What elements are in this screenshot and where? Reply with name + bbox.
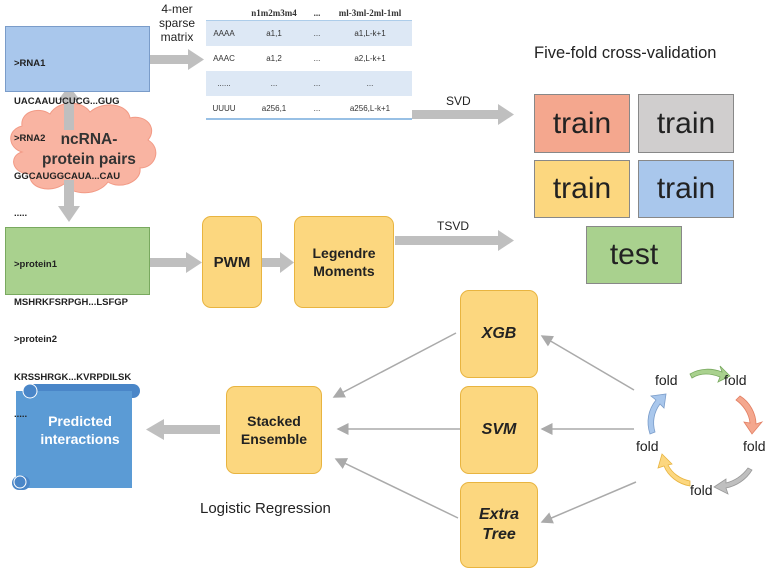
sparse-matrix-label: 4-mer sparse matrix bbox=[145, 2, 209, 44]
sparse-matrix-table: n1m2m3m4 ... ml-3ml-2ml-1ml AAAA a1,1 ..… bbox=[206, 4, 412, 121]
svm-box: SVM bbox=[460, 386, 538, 474]
train-tile-red: train bbox=[534, 94, 630, 153]
matrix-cell: UUUU bbox=[212, 104, 236, 113]
logistic-regression-label: Logistic Regression bbox=[200, 500, 331, 517]
fold-label: fold bbox=[655, 372, 678, 388]
matrix-cell: ... bbox=[270, 79, 278, 88]
matrix-header-cell: n1m2m3m4 bbox=[251, 7, 297, 18]
predicted-scroll bbox=[12, 383, 140, 490]
matrix-cell: ... bbox=[366, 79, 374, 88]
cloud-label: ncRNA- protein pairs bbox=[30, 130, 148, 170]
stacked-line-2: Ensemble bbox=[240, 431, 308, 447]
sparse-line-1: 4-mer bbox=[161, 2, 193, 16]
legendre-line-2: Moments bbox=[313, 263, 375, 279]
matrix-cell: a256,L-k+1 bbox=[349, 104, 391, 113]
pwm-box: PWM bbox=[202, 216, 262, 308]
matrix-cell: ... bbox=[313, 104, 321, 113]
cloud-label-line-2: protein pairs bbox=[42, 151, 136, 168]
xgb-label: XGB bbox=[481, 325, 517, 342]
rna-line-5: ..... bbox=[14, 208, 28, 219]
matrix-row: AAAA a1,1 ... a1,L-k+1 bbox=[206, 21, 412, 46]
rna-to-matrix-arrow bbox=[150, 49, 204, 70]
pwm-to-legendre-arrow bbox=[262, 252, 294, 273]
test-label: test bbox=[609, 238, 659, 271]
matrix-row: UUUU a256,1 ... a256,L-k+1 bbox=[206, 96, 412, 121]
legendre-line-1: Legendre bbox=[312, 245, 376, 261]
rna-sequence-box: >RNA1 UACAAUUCUCG...GUG >RNA2 GGCAUGGCAU… bbox=[5, 26, 150, 219]
cloud-to-protein-arrow bbox=[58, 180, 80, 222]
train-tile-gray: train bbox=[638, 94, 734, 153]
tsvd-label: TSVD bbox=[437, 219, 470, 233]
matrix-cell: a1,2 bbox=[266, 54, 282, 63]
matrix-header-cell: ... bbox=[313, 7, 321, 18]
train-label: train bbox=[552, 172, 612, 205]
matrix-cell: ... bbox=[313, 79, 321, 88]
train-label: train bbox=[656, 106, 716, 140]
sparse-line-3: matrix bbox=[160, 30, 194, 44]
predicted-line-1: Predicted bbox=[48, 413, 112, 429]
train-tile-blue: train bbox=[638, 160, 734, 218]
stacked-to-predicted-arrow bbox=[146, 419, 220, 440]
protein-to-pwm-arrow bbox=[150, 252, 202, 273]
ncrna-protein-cloud-shape bbox=[10, 102, 157, 194]
extra-tree-box: Extra Tree bbox=[460, 482, 538, 568]
protein-line-3: >protein2 bbox=[14, 334, 58, 345]
fold-cycle-arrows bbox=[647, 365, 764, 495]
protein-sequence-box: >protein1 MSHRKFSRPGH...LSFGP >protein2 … bbox=[5, 227, 150, 420]
fold-label: fold bbox=[724, 372, 747, 388]
matrix-cell: a256,1 bbox=[261, 104, 287, 113]
xgb-box: XGB bbox=[460, 290, 538, 378]
sparse-line-2: sparse bbox=[158, 16, 196, 30]
rna-line-4: GGCAUGGCAUA...CAU bbox=[14, 170, 121, 182]
tsvd-arrow bbox=[395, 230, 514, 251]
pwm-label: PWM bbox=[213, 253, 251, 271]
svd-label: SVD bbox=[446, 94, 471, 108]
cv-title: Five-fold cross-validation bbox=[534, 44, 717, 62]
matrix-cell: AAAC bbox=[213, 54, 235, 63]
protein-line-2: MSHRKFSRPGH...LSFGP bbox=[14, 296, 129, 308]
matrix-cell: ... bbox=[313, 54, 321, 63]
predicted-line-2: interactions bbox=[40, 431, 120, 447]
extra-tree-line-1: Extra bbox=[478, 506, 520, 523]
train-tile-yellow: train bbox=[534, 160, 630, 218]
thin-arrows bbox=[332, 332, 637, 524]
stacked-ensemble-box: Stacked Ensemble bbox=[226, 386, 322, 474]
matrix-cell: a2,L-k+1 bbox=[354, 54, 386, 63]
matrix-header-cell: ml-3ml-2ml-1ml bbox=[338, 7, 402, 18]
extra-tree-line-2: Tree bbox=[482, 526, 516, 543]
fold-label: fold bbox=[743, 438, 766, 454]
train-label: train bbox=[552, 106, 612, 140]
protein-line-5: ..... bbox=[14, 409, 28, 420]
matrix-header-cell bbox=[206, 4, 242, 21]
predicted-interactions-label: Predicted interactions bbox=[30, 412, 130, 448]
cloud-to-rna-arrow bbox=[58, 86, 80, 130]
svd-arrow bbox=[412, 104, 514, 125]
protein-line-4: KRSSHRGK...KVRPDILSK bbox=[14, 371, 132, 383]
rna-line-1: >RNA1 bbox=[14, 58, 46, 69]
cloud-label-line-1: ncRNA- bbox=[60, 131, 118, 148]
matrix-cell: a1,1 bbox=[266, 29, 282, 38]
matrix-row: ...... ... ... ... bbox=[206, 71, 412, 96]
matrix-cell: AAAA bbox=[213, 29, 235, 38]
rna-line-2: UACAAUUCUCG...GUG bbox=[14, 95, 120, 107]
protein-line-1: >protein1 bbox=[14, 259, 58, 270]
svm-label: SVM bbox=[481, 421, 517, 438]
matrix-cell: ...... bbox=[217, 79, 231, 88]
stacked-line-1: Stacked bbox=[247, 413, 301, 429]
test-tile-green: test bbox=[586, 226, 682, 284]
fold-label: fold bbox=[636, 438, 659, 454]
matrix-cell: a1,L-k+1 bbox=[354, 29, 386, 38]
matrix-row: AAAC a1,2 ... a2,L-k+1 bbox=[206, 46, 412, 71]
legendre-moments-box: Legendre Moments bbox=[294, 216, 394, 308]
rna-line-3: >RNA2 bbox=[14, 133, 46, 144]
train-label: train bbox=[656, 172, 716, 205]
matrix-cell: ... bbox=[313, 29, 321, 38]
fold-label: fold bbox=[690, 482, 713, 498]
